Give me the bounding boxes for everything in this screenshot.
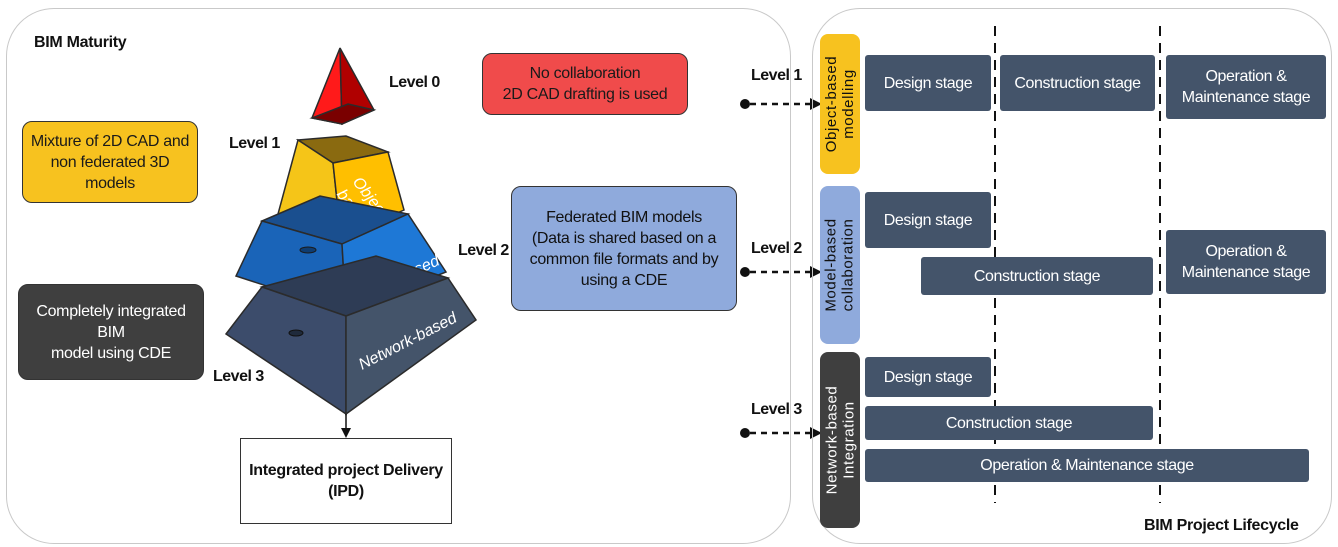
pyramid-arrow-head bbox=[341, 428, 351, 438]
bim-maturity-title: BIM Maturity bbox=[34, 34, 127, 51]
row1-construction-stage: Construction stage bbox=[1000, 55, 1155, 111]
bim-lifecycle-panel bbox=[812, 8, 1332, 544]
level3-arrow bbox=[740, 427, 822, 439]
row2-construction-stage: Construction stage bbox=[921, 257, 1153, 295]
tab-model-based-collaboration: Model-based collaboration bbox=[820, 186, 860, 344]
level1-arrow bbox=[740, 98, 822, 110]
bim-maturity-pyramid: Objectbased Model-based Network-based bbox=[224, 47, 478, 438]
level2-label: Level 2 bbox=[458, 242, 509, 259]
tab-network-based-integration: Network-based Integration bbox=[820, 352, 860, 528]
row1-design-stage: Design stage bbox=[865, 55, 991, 111]
arrow-level3-label: Level 3 bbox=[751, 401, 802, 418]
row3-construction-stage: Construction stage bbox=[865, 406, 1153, 440]
ipd-box: Integrated project Delivery (IPD) bbox=[240, 438, 452, 524]
row3-design-stage: Design stage bbox=[865, 357, 991, 397]
tab-model-based-label: Model-based collaboration bbox=[823, 218, 858, 312]
federated-bim-box: Federated BIM models (Data is shared bas… bbox=[511, 186, 737, 311]
tab-object-based-label: Object-based modelling bbox=[823, 55, 858, 153]
level3-label: Level 3 bbox=[213, 368, 264, 385]
bim-maturity-panel bbox=[6, 8, 791, 544]
integrated-bim-box: Completely integrated BIM model using CD… bbox=[18, 284, 204, 380]
bim-lifecycle-title: BIM Project Lifecycle bbox=[1144, 517, 1299, 534]
arrow-level1-label: Level 1 bbox=[751, 67, 802, 84]
tab-object-based-modelling: Object-based modelling bbox=[820, 34, 860, 174]
level-arrows bbox=[740, 98, 822, 439]
level0-label: Level 0 bbox=[389, 74, 440, 91]
row3-operation-stage: Operation & Maintenance stage bbox=[865, 449, 1309, 482]
no-collaboration-box: No collaboration 2D CAD drafting is used bbox=[482, 53, 688, 115]
level2-arrow bbox=[740, 266, 822, 278]
arrow-level2-label: Level 2 bbox=[751, 240, 802, 257]
tab-network-based-label: Network-based Integration bbox=[823, 385, 857, 495]
mixture-cad-box: Mixture of 2D CAD and non federated 3D m… bbox=[22, 121, 198, 203]
row2-design-stage: Design stage bbox=[865, 192, 991, 248]
pyramid-level3-right-face bbox=[345, 277, 478, 416]
pyramid-level3-hole bbox=[288, 329, 304, 337]
level1-label: Level 1 bbox=[229, 135, 280, 152]
row2-operation-stage: Operation & Maintenance stage bbox=[1166, 230, 1326, 294]
row1-operation-stage: Operation & Maintenance stage bbox=[1166, 55, 1326, 119]
pyramid-level0-base bbox=[309, 103, 377, 125]
pyramid-level2-hole bbox=[299, 246, 317, 254]
